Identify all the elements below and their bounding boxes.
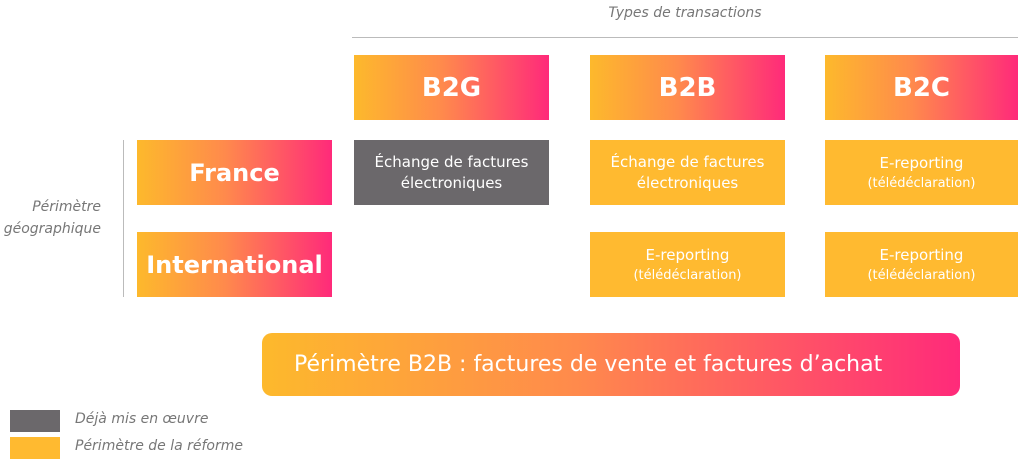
cell-line2: (télédéclaration) [867,175,976,191]
legend-swatch-implemented [10,410,60,432]
header-b2g: B2G [354,55,549,120]
row-axis-label: Périmètre géographique [0,196,101,240]
row-header-international: International [137,232,332,297]
cell-line1: Échange de factures [610,152,765,171]
row-divider [123,140,124,297]
cell-line1: E-reporting [879,245,964,264]
header-b2b: B2B [590,55,785,120]
legend-label-implemented: Déjà mis en œuvre [75,411,209,427]
cell-international-b2b: E-reporting (télédéclaration) [590,232,785,297]
cell-line2: (télédéclaration) [867,267,976,283]
row-axis-label-line1: Périmètre [32,199,101,215]
header-b2c: B2C [825,55,1018,120]
cell-france-b2g: Échange de factures électroniques [354,140,549,205]
legend-swatch-reform [10,437,60,459]
cell-line1: E-reporting [879,153,964,172]
row-axis-label-line2: géographique [3,221,101,237]
column-axis-label: Types de transactions [608,5,762,21]
cell-line2: (télédéclaration) [633,267,742,283]
column-divider [352,37,1018,38]
cell-line1: E-reporting [645,245,730,264]
row-header-france: France [137,140,332,205]
cell-france-b2b: Échange de factures électroniques [590,140,785,205]
legend-label-reform: Périmètre de la réforme [75,438,243,454]
cell-international-b2c: E-reporting (télédéclaration) [825,232,1018,297]
cell-line2: électroniques [400,173,503,192]
cell-line1: Échange de factures [374,152,529,171]
cell-line2: électroniques [636,173,739,192]
cell-france-b2c: E-reporting (télédéclaration) [825,140,1018,205]
b2b-scope-banner: Périmètre B2B : factures de vente et fac… [262,333,960,396]
